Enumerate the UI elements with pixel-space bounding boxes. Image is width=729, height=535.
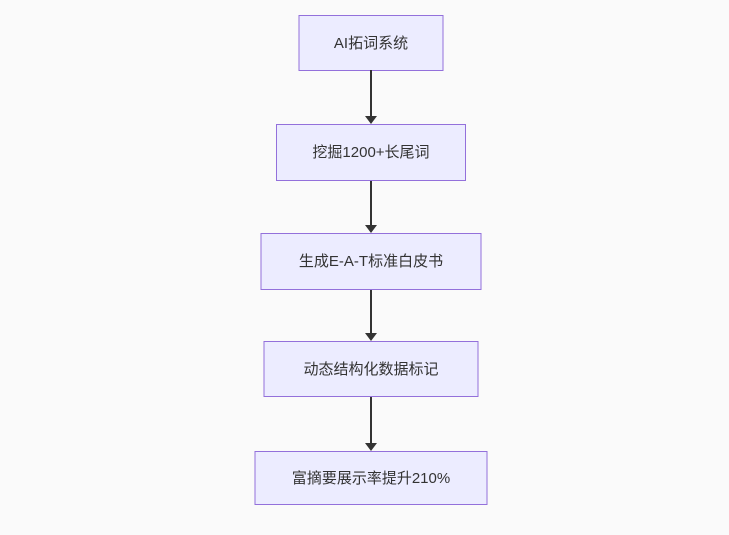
- arrow-shaft: [370, 290, 372, 334]
- flow-node-label: 挖掘1200+长尾词: [312, 144, 430, 161]
- flow-node-structured-data-markup: 动态结构化数据标记: [263, 341, 479, 397]
- flow-arrow-1: [365, 70, 377, 124]
- arrowhead-down-icon: [365, 333, 377, 341]
- arrow-shaft: [370, 181, 372, 226]
- flow-arrow-2: [365, 181, 377, 233]
- arrowhead-down-icon: [365, 443, 377, 451]
- flow-node-label: 富摘要展示率提升210%: [291, 469, 451, 487]
- arrowhead-down-icon: [365, 116, 377, 124]
- flow-node-rich-snippet-rate: 富摘要展示率提升210%: [254, 451, 488, 505]
- flow-node-longtail-mining: 挖掘1200+长尾词: [276, 124, 466, 181]
- flow-node-label: AI拓词系统: [333, 34, 409, 52]
- flow-node-eat-whitepaper: 生成E-A-T标准白皮书: [260, 233, 482, 290]
- flow-arrow-4: [365, 397, 377, 451]
- flow-arrow-3: [365, 290, 377, 341]
- flow-node-label: 生成E-A-T标准白皮书: [298, 253, 444, 270]
- arrowhead-down-icon: [365, 225, 377, 233]
- arrow-shaft: [370, 397, 372, 444]
- flow-node-ai-keyword-system: AI拓词系统: [298, 15, 444, 71]
- flow-node-label: 动态结构化数据标记: [303, 360, 439, 378]
- arrow-shaft: [370, 70, 372, 117]
